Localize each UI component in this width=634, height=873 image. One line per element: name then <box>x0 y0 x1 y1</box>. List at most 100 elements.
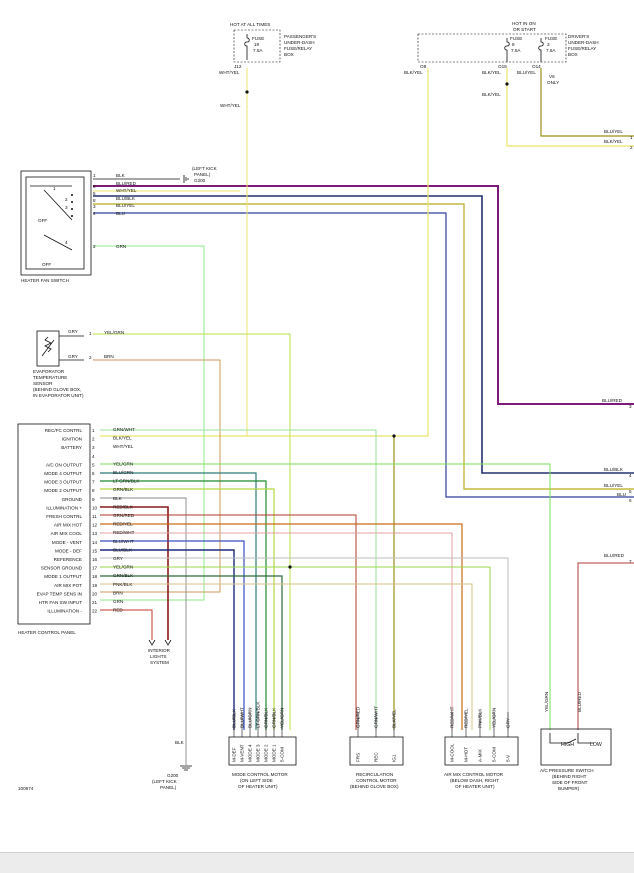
motor-pin-label: A-MIX <box>478 749 483 762</box>
ac-pressure-switch: HIGH LOW A/C PRESSURE SWITCH (BEHIND RIG… <box>540 691 612 791</box>
fan-pos-off-1: OFF <box>38 218 47 223</box>
fan-pin-2: 2 <box>93 244 96 249</box>
hot-at-all-times-label: HOT AT ALL TIMES <box>230 22 270 27</box>
right-outputs: BLU/RED 3 BLU/BLK 4 BLU/YEL 5 BLU 6 BLU/… <box>602 398 632 564</box>
fan-ground-line1: (LEFT KICK <box>192 166 218 171</box>
wire-grn-fan <box>93 245 205 601</box>
cp-row-label: EVAP TEMP SENS IN <box>37 591 82 596</box>
wire-label-blk-yel-2: BLK/YEL <box>482 70 501 75</box>
cp-row-wire: GRN/WHT <box>113 427 135 432</box>
recirc-title-1: RECIRCULATION <box>356 772 393 777</box>
evap-title-2: TEMPERATURE <box>33 375 67 380</box>
out-wire-blk-yel: BLK/YEL <box>604 139 623 144</box>
cp-row-label: REFERENCE <box>54 557 82 562</box>
fan-pos-3: 3 <box>65 205 68 210</box>
connector-o14: O14 <box>532 64 541 69</box>
cp-row-wire: RED/YEL <box>113 522 133 527</box>
cp-row-label: MODE - VENT <box>52 540 82 545</box>
cp-row-num: 8 <box>92 488 95 493</box>
fuse-19-number: 19 <box>254 42 260 47</box>
driver-box-line1: DRIVER'S <box>568 34 589 39</box>
cp-row-label: MODE 1 OUTPUT <box>44 574 82 579</box>
cp-row-num: 4 <box>92 454 95 459</box>
heater-fan-switch: 1 2 3 4 OFF OFF HEATER FAN SWITCH 1 BLK … <box>20 166 218 283</box>
cp-row-wire: LT GRN/BLK <box>113 479 140 484</box>
cp-row-label: MODE 3 OUTPUT <box>44 480 82 485</box>
motor-pin-label: MODE 3 <box>256 744 261 762</box>
cp-row-wire: BLU/BLK <box>113 547 133 552</box>
wire-grn-wht <box>100 429 377 730</box>
ps-title-1: A/C PRESSURE SWITCH <box>540 768 594 773</box>
motor-pin-label: 5-COM <box>492 747 497 762</box>
splice-ign <box>392 434 396 438</box>
cp-row-num: 7 <box>92 480 95 485</box>
motor-wire-label: BLU/BLK <box>232 708 237 728</box>
right-out-3: 3 <box>629 404 632 409</box>
ps-high: HIGH <box>561 742 574 748</box>
mode-motor-title-2: (ON LEFT SIDE <box>240 778 273 783</box>
ps-low: LOW <box>590 742 602 748</box>
cp-row-num: 6 <box>92 471 95 476</box>
fan-wire-blu-yel: BLU/YEL <box>116 203 135 208</box>
cp-row-num: 17 <box>92 566 98 571</box>
passenger-box-line2: UNDER-DASH <box>284 40 315 45</box>
fuse-3-amps: 7.5A <box>546 48 556 53</box>
evap-pin1-gry: GRY <box>68 329 78 334</box>
cp-row-wire: RED/WHT <box>113 530 135 535</box>
evap-title-3: SENSOR <box>33 381 53 386</box>
cp-row-num: 19 <box>92 583 98 588</box>
motor-pin-label: M-VENT <box>240 744 245 762</box>
wire-wht-yel-fuse <box>100 68 248 437</box>
fuse-8-label: FUSE <box>510 36 522 41</box>
wire-yel-grn-sgnd <box>100 566 491 730</box>
wire-blu-yel-out <box>540 68 634 137</box>
wire-blu-wht-vent <box>100 540 245 730</box>
cp-row-label: HTR FAN SW INPUT <box>39 600 83 605</box>
cp-row-wire: BLU/WHT <box>113 539 134 544</box>
cp-row-wire: BLU/GRN <box>113 470 133 475</box>
recirc-title-2: CONTROL MOTOR <box>356 778 397 783</box>
cp-row-num: 22 <box>92 609 98 614</box>
wire-blu-yel-fan <box>93 203 634 490</box>
wire-yel-grn-evap <box>93 333 291 730</box>
fuse-3-number: 3 <box>547 42 550 47</box>
fan-pin-5: 5 <box>93 191 96 196</box>
wire-yel-grn-ac <box>100 463 551 730</box>
airmix-title-2: (BELOW DASH, RIGHT <box>450 778 499 783</box>
fan-wire-blu-red: BLU/RED <box>116 181 137 186</box>
evap-pin-2: 2 <box>89 355 92 360</box>
motor-wire-label: BLU/WHT <box>240 707 245 728</box>
motor-wire-label: BLK/YEL <box>392 709 397 728</box>
motor-wire-label: GRN/WHT <box>374 706 379 728</box>
right-out-5: 5 <box>629 489 632 494</box>
evap-wire-yel-grn: YEL/GRN <box>104 330 124 335</box>
fuse-19-amps: 7.5A <box>253 48 263 53</box>
cp-row-num: 10 <box>92 505 98 510</box>
motor-wire-label: LT GRN/BLK <box>256 701 261 728</box>
fan-pin-6: 6 <box>93 184 96 189</box>
cp-row-num: 18 <box>92 574 98 579</box>
fan-pos-1: 1 <box>53 186 56 191</box>
cp-row-label: IGNITION <box>62 437 82 442</box>
hot-in-on-label: HOT IN ON <box>512 21 536 26</box>
cp-row-wire: BRN <box>113 590 123 595</box>
fan-wire-blu-blk: BLU/BLK <box>116 196 136 201</box>
motor-pin-label: M-DEF <box>232 747 237 762</box>
wire-label-wht-yel-mid: WHT/YEL <box>220 103 241 108</box>
motor-pin-label: MODE 2 <box>264 744 269 762</box>
fan-pin-1: 1 <box>93 173 96 178</box>
cp-row-num: 13 <box>92 531 98 536</box>
wire-blu-fan <box>93 212 634 498</box>
cp-row-label: ILLUMINATION - <box>47 609 82 614</box>
out-num-2: 2 <box>630 145 633 150</box>
motor-pin-label: 5-COM <box>280 747 285 762</box>
right-out-blu-red: BLU/RED <box>602 398 623 403</box>
right-out-blu: BLU <box>617 492 626 497</box>
wire-label-blk-yel-1: BLK/YEL <box>404 70 423 75</box>
cp-row-num: 12 <box>92 523 98 528</box>
wire-blu-blk-def <box>100 549 235 730</box>
g200-wire-blk: BLK <box>175 740 185 745</box>
